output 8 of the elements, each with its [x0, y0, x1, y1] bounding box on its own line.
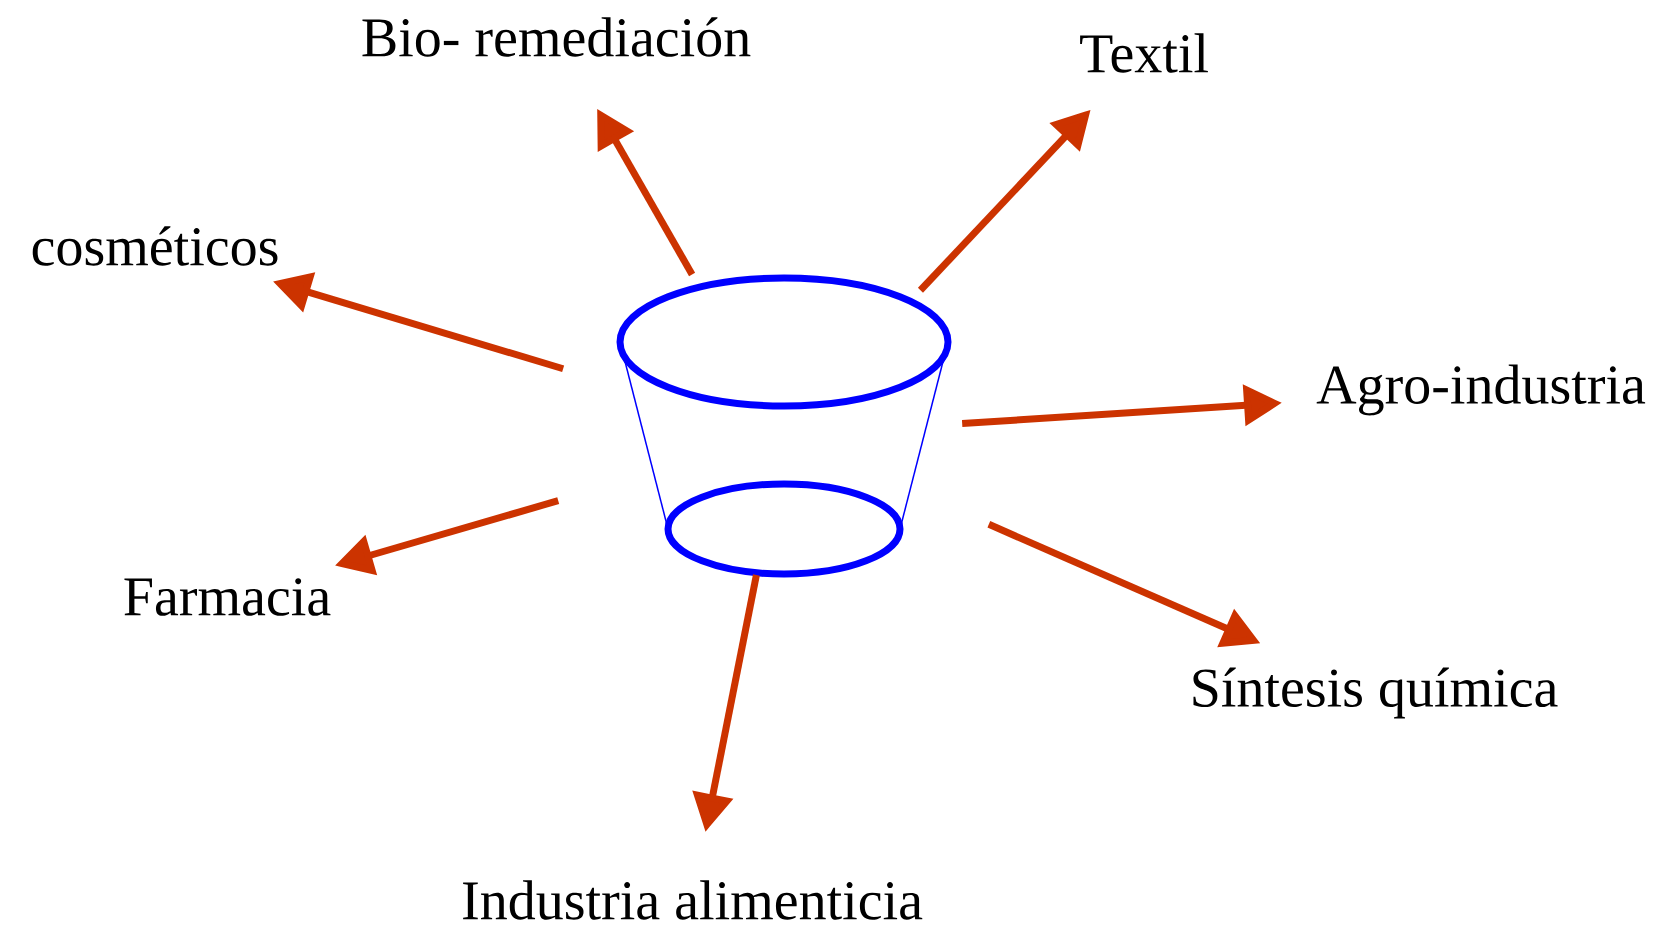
- bucket-drawing: [616, 274, 952, 578]
- category-label: Industria alimenticia: [463, 880, 923, 920]
- category-label: Agro-industria: [1316, 364, 1646, 416]
- category-label: Farmacia: [124, 578, 331, 616]
- category-label: Síntesis química: [1193, 667, 1558, 719]
- category-label: Bio- remediación: [362, 17, 751, 57]
- category-label: Textil: [1080, 33, 1208, 73]
- category-label: cosméticos: [32, 226, 278, 266]
